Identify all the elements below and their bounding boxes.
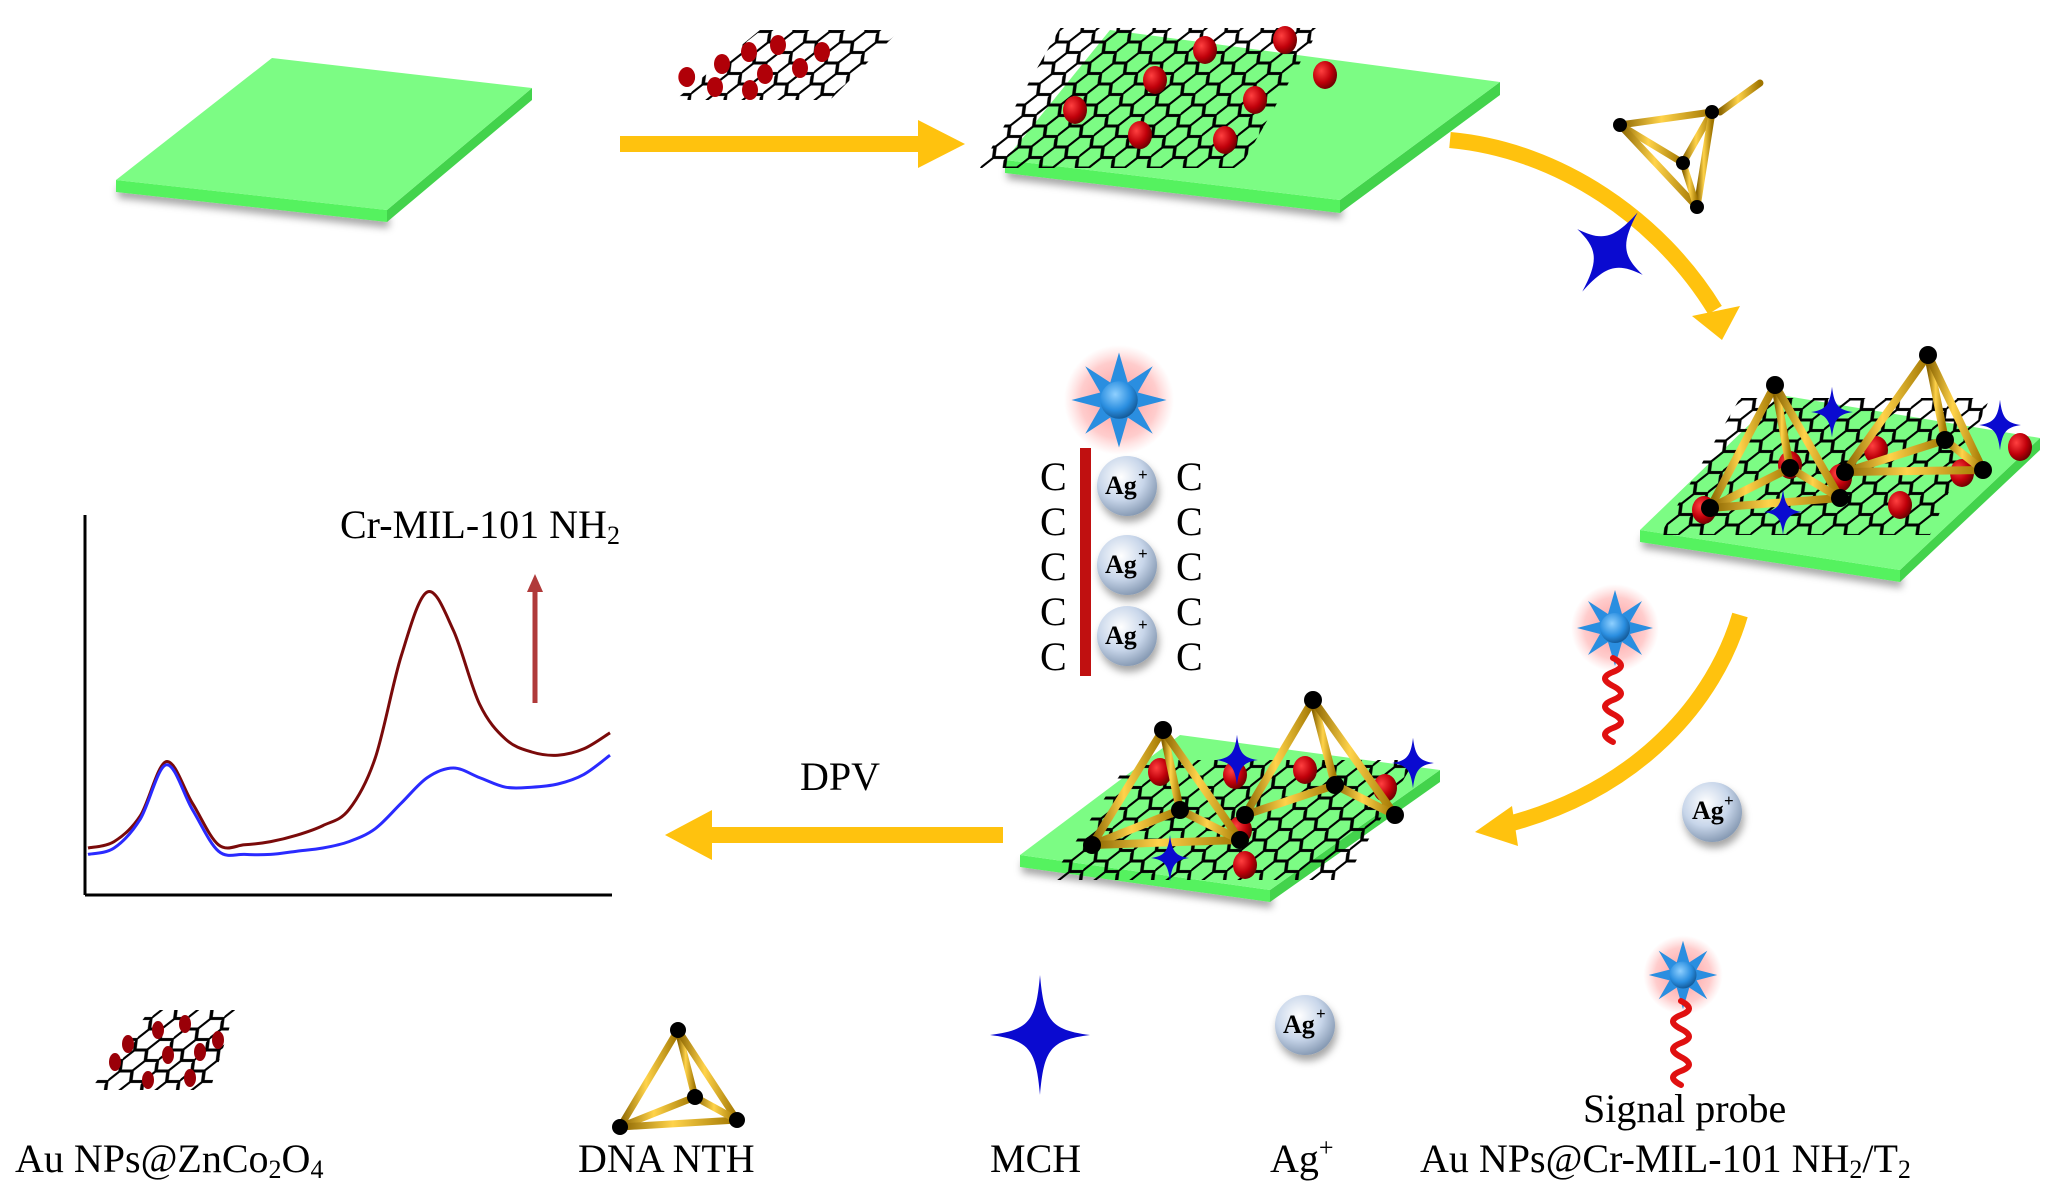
signal-electrode [1020,466,1440,902]
legend-label-probe-formula: Au NPs@Cr-MIL-101 NH2/T2 [1420,1136,1911,1184]
base-left: C [1040,454,1067,499]
label-text: /T [1862,1136,1898,1181]
base-left: C [1040,589,1067,634]
legend: Au NPs@ZnCo2O4 DNA NTH MCH Ag + Ag+ [15,935,1911,1184]
ag-symbol: Ag [1105,471,1137,500]
label-sub: 2 [269,1155,282,1184]
annotation-text: Cr-MIL-101 NH [340,502,607,547]
label-sup: + [1319,1133,1334,1162]
probe-dna-strand [1080,448,1091,676]
nth-electrode [1640,294,2040,582]
annotation-subscript: 2 [607,521,620,550]
flow-arrow-3 [1475,612,1748,846]
dpv-curve-baseline [87,753,611,857]
ag-charge: + [1138,544,1148,563]
label-text: Ag [1270,1136,1319,1181]
flow-arrow-1 [620,120,965,168]
ag-ion: Ag + [1097,456,1157,516]
au-nps-zncoo-sheet [675,30,900,100]
label-text: O [282,1136,311,1181]
ag-symbol: Ag [1283,1010,1315,1039]
base-right: C [1176,634,1203,679]
legend-label-mch: MCH [990,1136,1081,1181]
base-right: C [1176,454,1203,499]
dpv-curve-signal [87,590,611,850]
ag-ion-icon: Ag + [1682,782,1742,842]
c-ag-c-duplex: C C C C C C C C C C Ag + Ag + Ag + [1040,454,1203,679]
base-right: C [1176,544,1203,589]
label-text: Au NPs@ZnCo [15,1136,269,1181]
dpv-arrow: DPV [665,754,1003,860]
ag-symbol: Ag [1105,621,1137,650]
legend-item-signal-probe [1643,935,1723,1085]
legend-item-mch [990,975,1090,1095]
label-sub: 4 [310,1155,323,1184]
dpv-chart: Cr-MIL-101 NH2 [83,502,620,897]
legend-label-ag: Ag+ [1270,1133,1334,1181]
ag-ion: Ag + [1097,606,1157,666]
legend-label-signal-probe: Signal probe [1583,1086,1786,1131]
ag-symbol: Ag [1692,796,1724,825]
ag-charge: + [1138,615,1148,634]
chart-annotation: Cr-MIL-101 NH2 [340,502,620,550]
probe-head-icon [1064,345,1174,455]
flow-arrow-2 [1449,132,1740,340]
legend-item-dna-nth [612,961,745,1135]
legend-item-au-nps-zncoo: Au NPs@ZnCo2O4 [15,1010,323,1184]
label-text: Au NPs@Cr-MIL-101 NH [1420,1136,1849,1181]
base-right: C [1176,589,1203,634]
legend-item-ag: Ag + [1275,995,1335,1055]
modified-electrode [980,26,1500,213]
ag-charge: + [1316,1004,1326,1023]
base-left: C [1040,499,1067,544]
base-left: C [1040,544,1067,589]
signal-probe-icon [1571,584,1659,742]
legend-label-dna-nth: DNA NTH [578,1136,755,1181]
ag-symbol: Ag [1105,550,1137,579]
ag-charge: + [1724,791,1734,810]
dna-nth-icon [1613,79,1764,214]
label-sub: 2 [1849,1155,1862,1184]
ag-ion: Ag + [1097,535,1157,595]
legend-label: Au NPs@ZnCo2O4 [15,1136,323,1184]
label-sub: 2 [1898,1155,1911,1184]
base-right: C [1176,499,1203,544]
increase-arrow [527,574,543,703]
base-left: C [1040,634,1067,679]
ag-charge: + [1138,465,1148,484]
bare-electrode [116,58,532,222]
dpv-label: DPV [800,754,880,799]
